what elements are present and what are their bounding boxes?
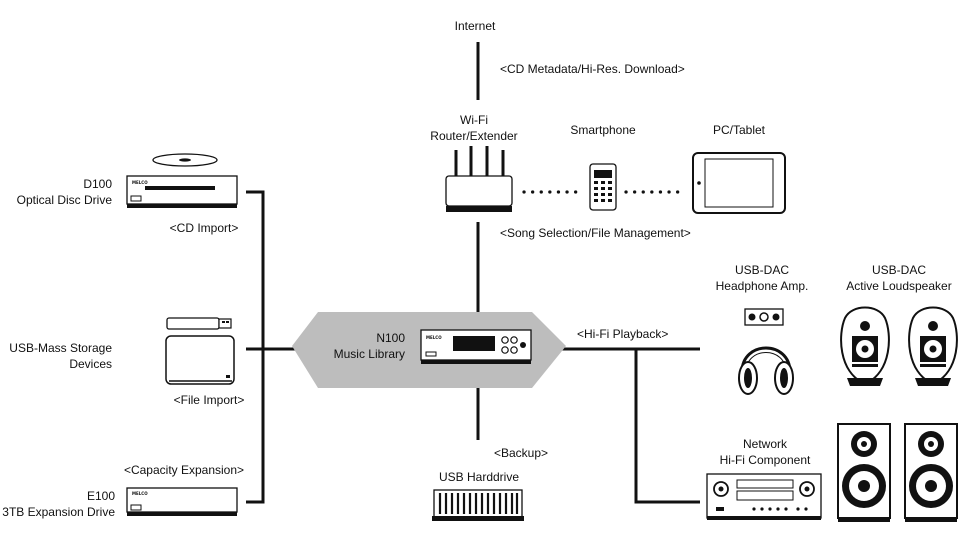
- capacity-expansion-label: <Capacity Expansion>: [124, 463, 244, 477]
- cd-metadata-label: <CD Metadata/Hi-Res. Download>: [500, 62, 685, 76]
- usb-dac-ls-label-line1: USB-DAC: [872, 263, 926, 277]
- n100-music-library-icon: MELCO: [420, 329, 532, 364]
- wifi-label-line1: Wi-Fi: [460, 113, 488, 127]
- network-label-line2: Hi-Fi Component: [720, 453, 811, 467]
- external-hdd-icon: [165, 335, 235, 385]
- e100-label-line2: 3TB Expansion Drive: [2, 505, 115, 519]
- hifi-playback-label: <Hi-Fi Playback>: [577, 327, 668, 341]
- usb-harddrive-label: USB Harddrive: [439, 470, 519, 484]
- speaker-left-icon: [837, 423, 891, 522]
- n100-label-line1: N100: [376, 331, 405, 345]
- wifi-router-icon: [445, 146, 513, 212]
- active-loudspeaker-left-icon: [840, 306, 890, 386]
- e100-expansion-drive-icon: MELCO: [126, 487, 238, 516]
- d100-brand-mark: MELCO: [132, 180, 148, 185]
- n100-brand-mark: MELCO: [426, 335, 442, 340]
- usb-dac-hp-label-line1: USB-DAC: [735, 263, 789, 277]
- e100-label-line1: E100: [87, 489, 115, 503]
- headphone-amp-icon: [744, 308, 784, 326]
- internet-label: Internet: [455, 19, 496, 33]
- usb-harddrive-icon: [432, 489, 524, 521]
- e100-brand-mark: MELCO: [132, 491, 148, 496]
- d100-label-line1: D100: [83, 177, 112, 191]
- active-loudspeaker-right-icon: [908, 306, 958, 386]
- n100-label-line2: Music Library: [334, 347, 405, 361]
- usb-dac-ls-label-line2: Active Loudspeaker: [846, 279, 951, 293]
- smartphone-icon: [589, 163, 617, 211]
- network-component-link-line: [634, 349, 700, 504]
- headphones-icon: [738, 346, 794, 395]
- pc-tablet-label: PC/Tablet: [713, 123, 766, 137]
- tablet-icon: [692, 152, 786, 214]
- usb-stick-icon: [166, 317, 232, 330]
- smartphone-label: Smartphone: [570, 123, 636, 137]
- usb-dac-hp-label-line2: Headphone Amp.: [716, 279, 809, 293]
- backup-label: <Backup>: [494, 446, 548, 460]
- speaker-right-icon: [904, 423, 958, 522]
- usb-mass-label-line2: Devices: [69, 357, 112, 371]
- d100-label-line2: Optical Disc Drive: [17, 193, 113, 207]
- network-label-line1: Network: [743, 437, 788, 451]
- network-hifi-component-icon: [706, 473, 822, 520]
- cd-import-label: <CD Import>: [170, 221, 239, 235]
- labels: Internet <CD Metadata/Hi-Res. Download> …: [2, 19, 951, 519]
- usb-mass-label-line1: USB-Mass Storage: [9, 341, 112, 355]
- file-import-label: <File Import>: [174, 393, 245, 407]
- song-selection-label: <Song Selection/File Management>: [500, 226, 691, 240]
- wifi-label-line2: Router/Extender: [430, 129, 517, 143]
- connection-lines: [246, 42, 700, 504]
- left-bus-line: [246, 190, 265, 504]
- d100-optical-drive-icon: MELCO: [126, 153, 238, 208]
